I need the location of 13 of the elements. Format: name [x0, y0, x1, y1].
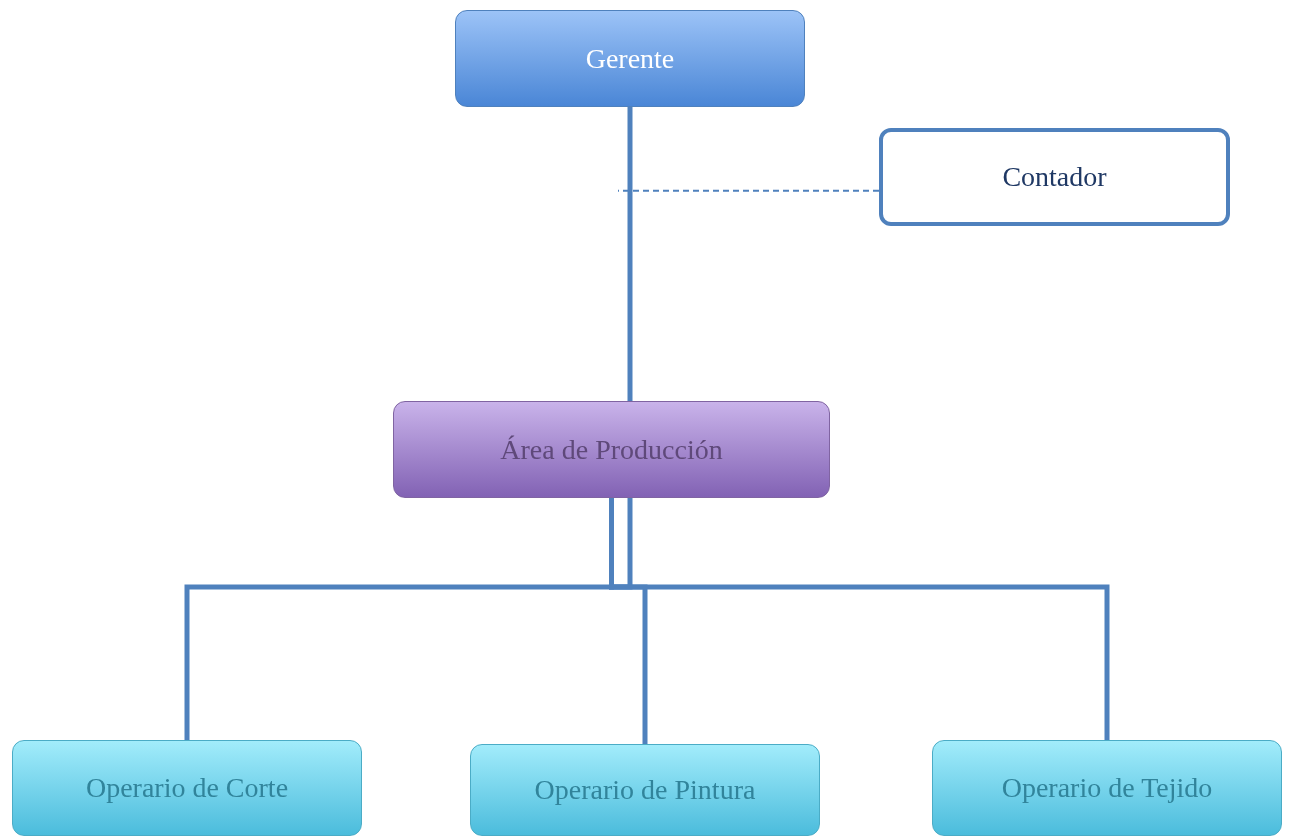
role-label: Operario de Tejido	[1001, 772, 1213, 804]
role-box	[932, 740, 1282, 836]
role-label: Operario de Pintura	[534, 774, 756, 806]
role-label: Contador	[1002, 161, 1107, 193]
role-box	[12, 740, 362, 836]
role-box	[455, 10, 805, 107]
department-box	[393, 401, 830, 498]
dashed-connector	[617, 189, 880, 192]
role-label: Operario de Corte	[85, 772, 289, 804]
role-box	[879, 128, 1230, 226]
role-label: Área de Producción	[500, 433, 723, 466]
role-box	[470, 744, 820, 836]
role-label: Gerente	[585, 42, 675, 75]
